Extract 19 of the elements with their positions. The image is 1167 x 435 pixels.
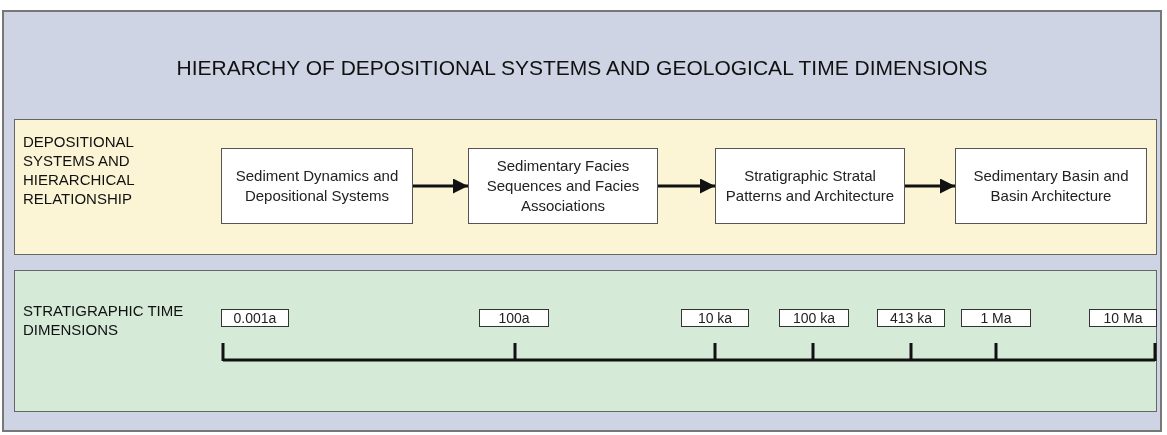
arrow: [905, 178, 955, 194]
process-box: Sediment Dynamics and Depositional Systems: [221, 148, 413, 224]
band-heading: STRATIGRAPHIC TIME DIMENSIONS: [23, 301, 185, 339]
time-label: 100a: [479, 309, 549, 327]
hierarchy-band: [14, 119, 1157, 255]
time-label: 1 Ma: [961, 309, 1031, 327]
time-label: 100 ka: [779, 309, 849, 327]
time-label: 413 ka: [877, 309, 945, 327]
title: HIERARCHY OF DEPOSITIONAL SYSTEMS AND GEOLOGICAL TIME DIMENSIONS: [175, 55, 989, 81]
process-box: Sedimentary Facies Sequences and Facies Associations: [468, 148, 658, 224]
arrow: [658, 178, 715, 194]
band-heading: DEPOSITIONAL SYSTEMS AND HIERARCHICAL RELATIONSHIP: [23, 132, 136, 208]
time-label: 0.001a: [221, 309, 289, 327]
process-box: Sedimentary Basin and Basin Architecture: [955, 148, 1147, 224]
time-label: 10 ka: [681, 309, 749, 327]
time-band: [14, 270, 1157, 412]
arrow: [413, 178, 468, 194]
process-box: Stratigraphic Stratal Patterns and Architecture: [715, 148, 905, 224]
time-label: 10 Ma: [1089, 309, 1157, 327]
